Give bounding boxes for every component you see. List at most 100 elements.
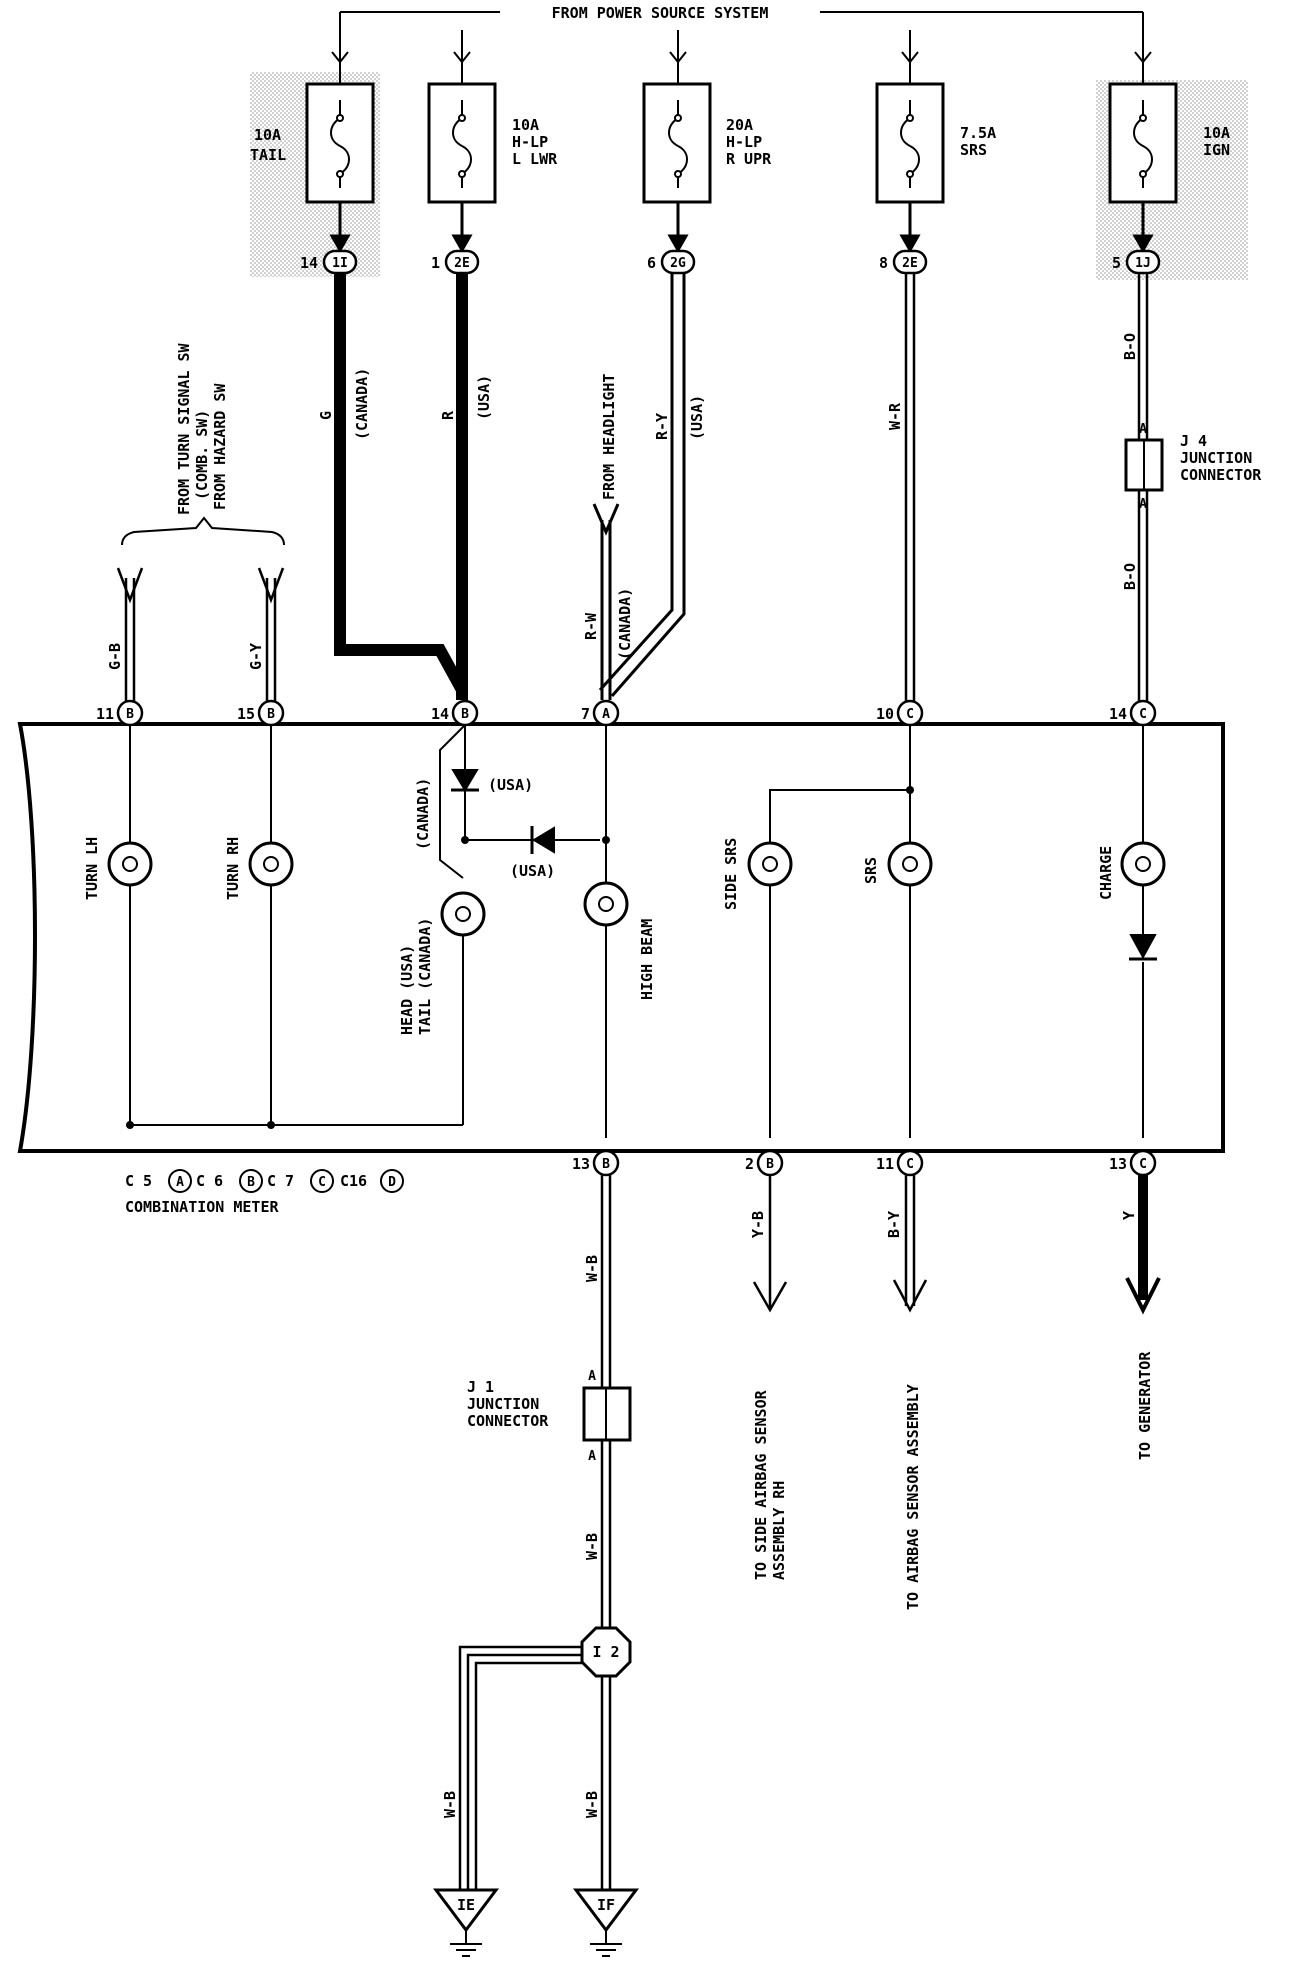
svg-text:CONNECTOR: CONNECTOR xyxy=(1180,466,1262,484)
svg-text:G-Y: G-Y xyxy=(247,643,265,670)
svg-text:13: 13 xyxy=(1109,1155,1127,1173)
diode-note-usa-1: (USA) xyxy=(488,776,533,794)
lamp-charge: CHARGE xyxy=(1097,841,1166,900)
lamp-high-beam: HIGH BEAM xyxy=(583,881,656,1000)
svg-text:W-B: W-B xyxy=(583,1255,601,1282)
svg-text:C: C xyxy=(1139,1157,1147,1172)
svg-text:14: 14 xyxy=(431,705,449,723)
bottom-vertical-labels: W-B W-B W-B W-B Y-B B-Y Y TO SIDE AIRBAG… xyxy=(441,1211,1154,1818)
svg-text:TO SIDE AIRBAG SENSOR: TO SIDE AIRBAG SENSOR xyxy=(752,1389,770,1580)
svg-text:TO AIRBAG SENSOR ASSEMBLY: TO AIRBAG SENSOR ASSEMBLY xyxy=(904,1384,922,1610)
turn-source-brace xyxy=(121,516,285,546)
svg-text:B: B xyxy=(766,1157,774,1172)
svg-text:8: 8 xyxy=(879,254,888,272)
fuse-srs-name: SRS xyxy=(960,141,987,159)
svg-text:FROM HAZARD SW: FROM HAZARD SW xyxy=(211,383,229,510)
diode-charge xyxy=(1129,934,1157,961)
svg-text:COMBINATION METER: COMBINATION METER xyxy=(125,1198,279,1216)
ground-ie: IE xyxy=(433,1888,499,1957)
svg-text:C: C xyxy=(906,1157,914,1172)
top-connector-2e-a: 2E 1 xyxy=(431,249,480,275)
svg-text:B: B xyxy=(126,707,134,722)
svg-text:C: C xyxy=(1139,707,1147,722)
combination-meter-box xyxy=(17,722,1225,1153)
svg-text:A: A xyxy=(176,1175,184,1190)
svg-text:R-W: R-W xyxy=(582,612,600,640)
power-source-label: FROM POWER SOURCE SYSTEM xyxy=(552,4,769,22)
svg-text:Y: Y xyxy=(1120,1211,1138,1220)
combination-meter-caption: C 5 A C 6 B C 7 C C16 D COMBINATION METE… xyxy=(125,1169,404,1216)
svg-text:B: B xyxy=(247,1175,255,1190)
svg-text:W-B: W-B xyxy=(583,1791,601,1818)
meter-pin-15b: B 15 xyxy=(237,699,285,727)
fuse-hlp-r-upr-side: R UPR xyxy=(726,150,772,168)
svg-text:FROM HEADLIGHT: FROM HEADLIGHT xyxy=(600,374,618,500)
svg-text:1J: 1J xyxy=(1135,256,1151,271)
wire-y xyxy=(1125,1175,1161,1315)
fuse-hlp-l-lwr-side: L LWR xyxy=(512,150,558,168)
svg-text:C: C xyxy=(318,1175,326,1190)
svg-text:HEAD (USA): HEAD (USA) xyxy=(398,945,416,1035)
wire-rw xyxy=(592,503,620,700)
wire-g xyxy=(334,273,468,693)
svg-text:2E: 2E xyxy=(902,256,918,271)
power-source-header: FROM POWER SOURCE SYSTEM xyxy=(339,4,1144,62)
svg-text:C 7: C 7 xyxy=(267,1172,294,1190)
svg-text:(CANADA): (CANADA) xyxy=(616,588,634,660)
svg-text:A: A xyxy=(602,707,610,722)
top-connector-2e-b: 2E 8 xyxy=(879,249,928,275)
junction-dots xyxy=(126,786,914,1129)
wire-by xyxy=(892,1175,928,1313)
svg-text:TURN LH: TURN LH xyxy=(83,837,101,900)
svg-text:1: 1 xyxy=(431,254,440,272)
svg-text:5: 5 xyxy=(1112,254,1121,272)
svg-text:13: 13 xyxy=(572,1155,590,1173)
fuse-srs-amp: 7.5A xyxy=(960,124,996,142)
svg-text:A: A xyxy=(588,1449,596,1464)
wire-bo xyxy=(1137,273,1149,702)
svg-text:W-B: W-B xyxy=(583,1533,601,1560)
wire-ground-left xyxy=(458,1645,582,1890)
j4-junction-connector: A A J 4 JUNCTION CONNECTOR xyxy=(1124,422,1262,512)
svg-text:B-Y: B-Y xyxy=(885,1211,903,1238)
lamp-srs: SRS xyxy=(862,841,933,887)
svg-text:TO GENERATOR: TO GENERATOR xyxy=(1136,1351,1154,1460)
lamp-turn-rh: TURN RH xyxy=(224,837,294,900)
svg-text:TURN RH: TURN RH xyxy=(224,837,242,900)
svg-text:C 6: C 6 xyxy=(196,1172,223,1190)
fuse-srs: 7.5A SRS xyxy=(875,30,996,204)
meter-pins-bottom: B 13 B 2 C 11 C 13 xyxy=(572,1149,1157,1177)
svg-text:JUNCTION: JUNCTION xyxy=(1180,449,1252,467)
top-connector-1i: 1I 14 xyxy=(300,249,358,275)
svg-text:R: R xyxy=(439,410,457,420)
svg-text:ASSEMBLY RH: ASSEMBLY RH xyxy=(770,1481,788,1580)
fuse-ign-name: IGN xyxy=(1203,141,1230,159)
svg-text:HIGH BEAM: HIGH BEAM xyxy=(638,919,656,1000)
diode-note-usa-2: (USA) xyxy=(510,862,555,880)
wire-wr xyxy=(904,273,916,702)
svg-text:(USA): (USA) xyxy=(475,375,493,420)
svg-text:I 2: I 2 xyxy=(592,1643,619,1661)
diode-usa-vertical xyxy=(451,769,479,792)
svg-text:W-B: W-B xyxy=(441,1791,459,1818)
lamp-head-tail: HEAD (USA) TAIL (CANADA) xyxy=(398,891,486,1035)
meter-pin-14c: C 14 xyxy=(1109,699,1157,727)
svg-text:2E: 2E xyxy=(454,256,470,271)
svg-text:D: D xyxy=(388,1175,396,1190)
wire-wb-j1 xyxy=(600,1175,612,1630)
lamp-turn-lh: TURN LH xyxy=(83,837,153,900)
diode-usa-horizontal xyxy=(530,826,555,854)
svg-text:B-O: B-O xyxy=(1121,563,1139,590)
meter-pin-7a: A 7 xyxy=(581,699,620,727)
fuse-hlp-l-lwr-name: H-LP xyxy=(512,133,548,151)
fuse-hlp-r-upr-name: H-LP xyxy=(726,133,762,151)
wire-gb xyxy=(116,567,144,702)
lamp-side-srs: SIDE SRS xyxy=(722,838,793,910)
svg-text:15: 15 xyxy=(237,705,255,723)
svg-text:11: 11 xyxy=(876,1155,894,1173)
top-connector-2g: 2G 6 xyxy=(647,249,696,275)
wire-yb xyxy=(752,1175,788,1313)
wire-ry xyxy=(598,273,686,697)
svg-text:W-R: W-R xyxy=(886,402,904,430)
